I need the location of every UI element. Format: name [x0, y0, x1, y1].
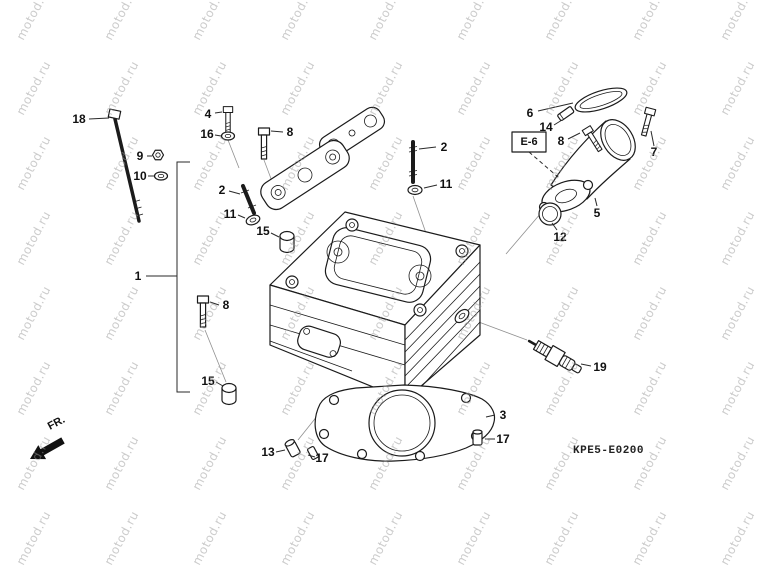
washer-11-left — [245, 214, 261, 226]
callout-leader — [270, 130, 284, 133]
dowel-17-right — [472, 429, 483, 446]
callout-6: 6 — [527, 106, 534, 120]
bolt-8-top — [257, 127, 271, 160]
callout-leader — [209, 301, 220, 306]
callout-14: 14 — [539, 120, 553, 134]
front-direction-indicator: FR. — [30, 414, 67, 460]
bolt-8-left — [196, 295, 210, 328]
section-ref-label: E-6 — [520, 136, 537, 148]
callout-17: 17 — [496, 432, 510, 446]
callout-leader — [567, 132, 581, 140]
callout-leader — [418, 146, 437, 150]
callout-8: 8 — [287, 125, 294, 139]
callout-9: 9 — [137, 149, 144, 163]
nut-9 — [151, 149, 165, 161]
intake-oring — [538, 202, 562, 226]
callout-leader — [215, 381, 224, 387]
intake-band-clamp — [574, 87, 628, 113]
callout-leader — [650, 130, 655, 147]
callout-2: 2 — [219, 183, 226, 197]
dowel-17-left — [307, 445, 319, 461]
callout-7: 7 — [651, 145, 658, 159]
callout-leader — [553, 119, 563, 126]
callout-4: 4 — [205, 107, 212, 121]
washer-11-right — [407, 184, 423, 196]
stud-2-left — [240, 184, 257, 215]
flange-bolt-7 — [638, 106, 657, 138]
callout-leader — [423, 184, 438, 189]
callout-5: 5 — [594, 206, 601, 220]
callout-16: 16 — [200, 127, 214, 141]
callout-leader — [237, 214, 246, 219]
callout-13: 13 — [261, 445, 275, 459]
callout-leader — [228, 190, 241, 195]
washer-10 — [153, 171, 169, 181]
rubber-mount-15-upper — [279, 230, 295, 254]
callout-12: 12 — [553, 230, 567, 244]
callout-leader — [580, 363, 592, 367]
washer-16 — [220, 131, 236, 141]
intake-pipe — [538, 119, 636, 213]
stud-2-right — [408, 140, 418, 184]
rocker-holder-front — [260, 139, 350, 211]
callout-leader — [594, 197, 598, 207]
diagram-code: KPE5-E0200 — [573, 445, 644, 457]
callout-leader — [270, 232, 280, 238]
flange-bolt-4 — [222, 106, 234, 134]
callout-8: 8 — [558, 134, 565, 148]
callout-2: 2 — [441, 140, 448, 154]
head-gasket — [314, 384, 496, 462]
callout-leader — [551, 222, 558, 231]
section-ref-leader — [528, 151, 559, 178]
fr-arrow-icon — [30, 437, 65, 460]
callout-leader — [537, 102, 574, 112]
band-screw — [557, 106, 575, 122]
callout-15: 15 — [256, 224, 270, 238]
callout-3: 3 — [500, 408, 507, 422]
callout-leader — [214, 134, 222, 137]
stud-18 — [107, 108, 144, 223]
spark-plug — [527, 339, 582, 374]
callout-leader — [275, 449, 286, 453]
callout-15: 15 — [201, 374, 215, 388]
callout-leader — [214, 111, 223, 114]
callout-leader — [88, 117, 110, 120]
dowel-13 — [284, 438, 301, 458]
cylinder-head — [269, 211, 481, 401]
callout-leader — [176, 161, 190, 393]
fr-label: FR. — [46, 414, 67, 433]
section-ref-e6: E-6 — [511, 131, 559, 178]
callout-8: 8 — [223, 298, 230, 312]
callout-11: 11 — [440, 177, 453, 191]
callout-19: 19 — [593, 360, 607, 374]
callout-leader — [307, 454, 316, 458]
callout-leader — [485, 414, 496, 418]
rubber-mount-15-lower — [221, 382, 237, 406]
callout-1: 1 — [135, 269, 142, 283]
callout-17: 17 — [315, 451, 329, 465]
callout-11: 11 — [224, 207, 237, 221]
callout-10: 10 — [133, 169, 147, 183]
callout-18: 18 — [72, 112, 86, 126]
